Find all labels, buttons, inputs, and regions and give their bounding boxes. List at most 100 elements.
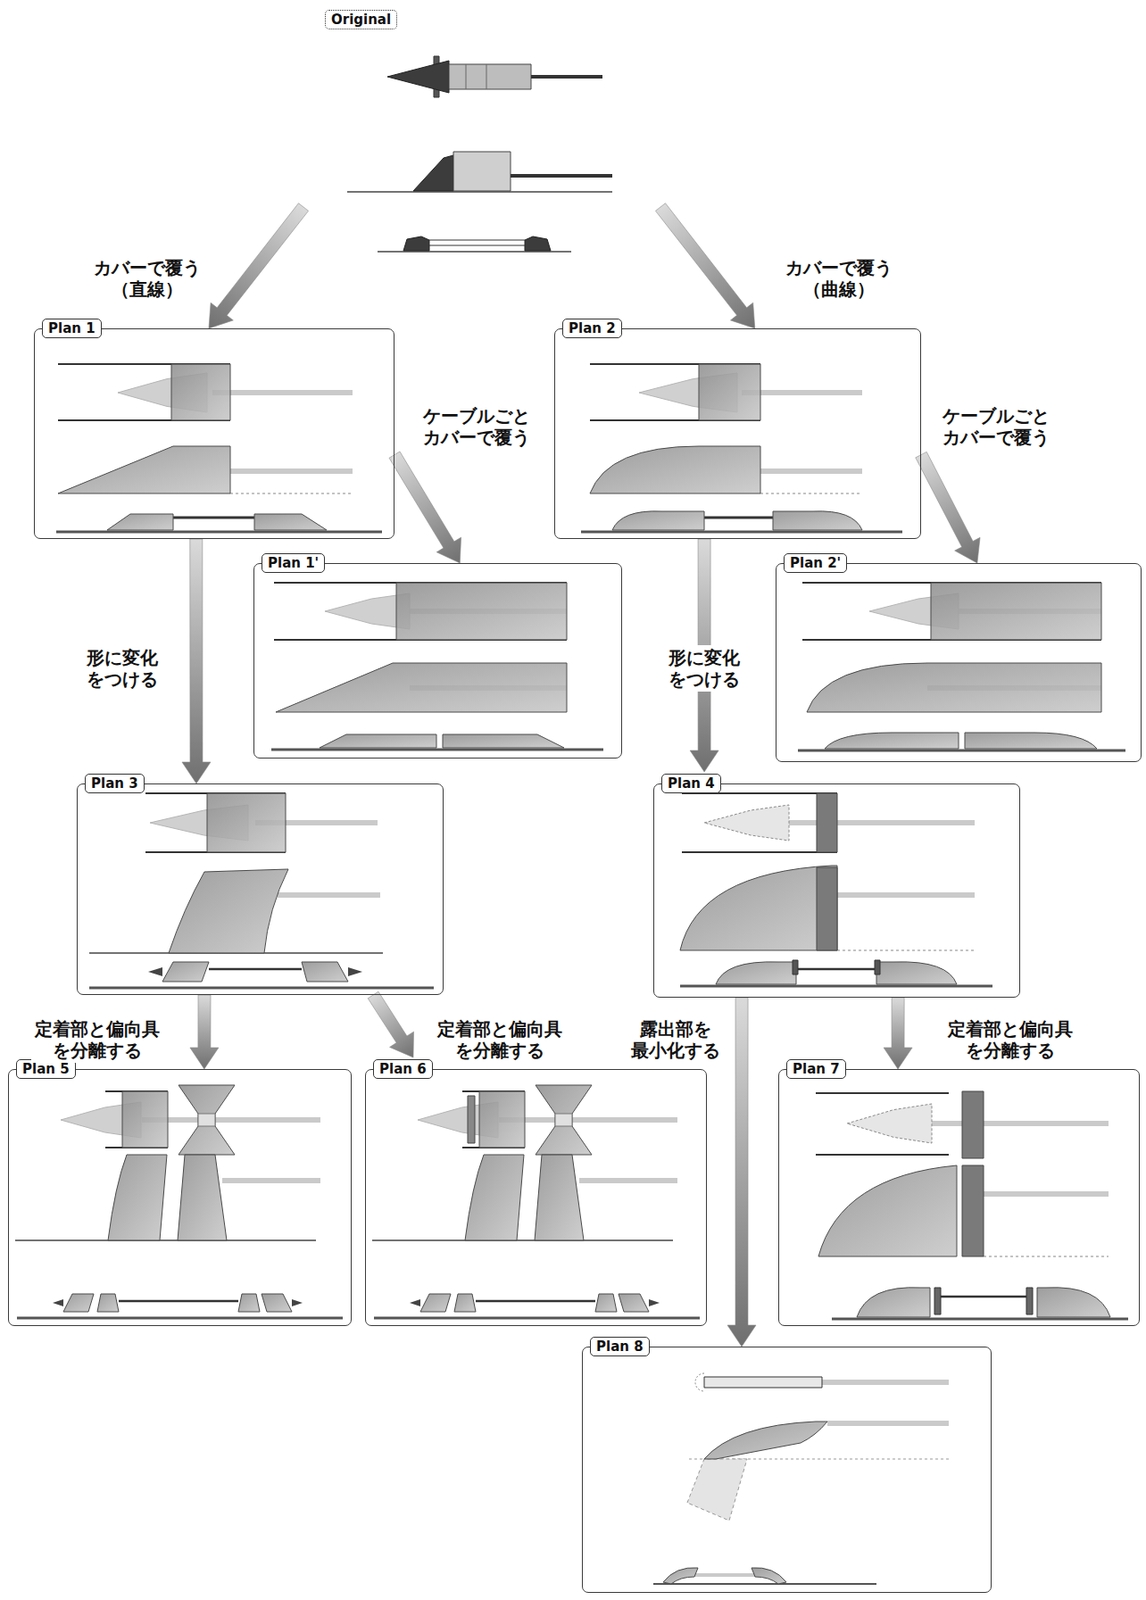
- cover: [595, 1294, 617, 1313]
- cover: [97, 1294, 119, 1313]
- illustration: [347, 56, 613, 252]
- cable: [704, 516, 773, 520]
- end-tab: [934, 1287, 941, 1315]
- cable: [760, 468, 863, 474]
- base: [89, 987, 434, 990]
- cable: [579, 1178, 678, 1184]
- cover: [207, 793, 286, 853]
- base: [831, 1318, 1129, 1321]
- cover: [751, 1568, 787, 1585]
- plan-heading: Original: [324, 9, 398, 30]
- anchor-tip: [348, 967, 363, 977]
- plan-box: Plan 4: [653, 783, 1021, 998]
- cover: [964, 732, 1097, 749]
- cover: [824, 732, 959, 749]
- cover-strip: [704, 1377, 823, 1388]
- plan-heading: Plan 8: [589, 1337, 650, 1357]
- bearing-plate: [467, 1096, 475, 1144]
- base: [680, 985, 993, 989]
- cover: [107, 514, 174, 531]
- baseline: [837, 950, 975, 952]
- edge-label: 定着部と偏向具 を分離する: [433, 1016, 567, 1063]
- edge-label: 露出部を 最小化する: [627, 1016, 725, 1063]
- anchor-tip: [409, 1299, 421, 1307]
- cover: [319, 734, 437, 748]
- cover: [534, 1154, 584, 1241]
- edge-label: 形に変化 をつける: [664, 645, 745, 692]
- cover: [261, 1294, 292, 1313]
- anchor-cone: [847, 1104, 932, 1144]
- cable: [475, 1300, 596, 1304]
- base: [56, 531, 382, 534]
- cover: [715, 962, 797, 985]
- body-line: [465, 64, 467, 90]
- anchor-body: [448, 64, 532, 90]
- cable: [827, 1420, 949, 1427]
- plan-heading: Plan 6: [373, 1059, 433, 1080]
- cable: [277, 892, 381, 898]
- cover: [454, 1294, 476, 1313]
- plan-heading: Plan 4: [661, 773, 722, 794]
- cover: [612, 511, 705, 531]
- plan-box: Plan 5: [8, 1069, 352, 1327]
- baseline: [230, 493, 353, 495]
- plan-box: Plan 7: [778, 1069, 1140, 1327]
- cover: [618, 1294, 649, 1313]
- illustration: [89, 793, 434, 989]
- cover: [680, 865, 838, 951]
- cover: [856, 1287, 931, 1318]
- plan-box: Plan 1': [253, 563, 623, 759]
- base: [581, 531, 903, 534]
- baseline: [760, 493, 863, 495]
- cable: [983, 1191, 1109, 1197]
- flow-arrow: [182, 539, 211, 784]
- cover: [122, 1091, 168, 1148]
- illustration: [653, 1373, 949, 1585]
- flow-arrow: [883, 997, 913, 1070]
- flow-arrow: [727, 997, 756, 1347]
- anchor-tip: [648, 1299, 660, 1307]
- hidden-anchor: [695, 1373, 705, 1392]
- cable: [230, 468, 353, 474]
- cover: [420, 1294, 451, 1313]
- cover: [107, 1154, 167, 1241]
- anchor-body: [453, 151, 511, 191]
- base: [271, 748, 604, 752]
- cover: [479, 1091, 525, 1148]
- cable: [510, 174, 613, 178]
- anchor: [524, 236, 551, 251]
- deviator-core: [198, 1113, 216, 1127]
- cover: [162, 962, 209, 982]
- cover: [806, 663, 1102, 713]
- cable: [787, 820, 975, 826]
- end-tab: [792, 960, 798, 975]
- edge-label: ケーブルごと カバーで覆う: [938, 403, 1055, 450]
- baseline: [372, 1239, 673, 1242]
- end-tab: [1026, 1287, 1033, 1315]
- edge-label: ケーブルごと カバーで覆う: [419, 403, 535, 450]
- anchor-tip: [291, 1299, 303, 1307]
- origin-group: Original: [303, 7, 661, 262]
- cover: [876, 962, 957, 985]
- flow-arrow: [915, 451, 980, 564]
- cable: [173, 516, 255, 520]
- plan-box: Plan 6: [365, 1069, 707, 1327]
- cable: [141, 1117, 321, 1123]
- body-line: [486, 64, 488, 90]
- illustration: [56, 364, 382, 532]
- cover: [168, 869, 289, 954]
- illustration: [271, 582, 604, 750]
- cable: [212, 390, 353, 396]
- cable: [822, 1379, 949, 1386]
- cover: [930, 582, 1102, 640]
- plan-heading: Plan 2: [562, 318, 623, 339]
- cable: [498, 1117, 678, 1123]
- cover: [177, 1154, 227, 1241]
- anchor-cone: [387, 60, 449, 93]
- base: [373, 1317, 700, 1321]
- rail: [815, 1092, 949, 1095]
- cable: [429, 240, 525, 246]
- flow-arrow: [655, 203, 755, 329]
- deviator-core: [555, 1113, 573, 1127]
